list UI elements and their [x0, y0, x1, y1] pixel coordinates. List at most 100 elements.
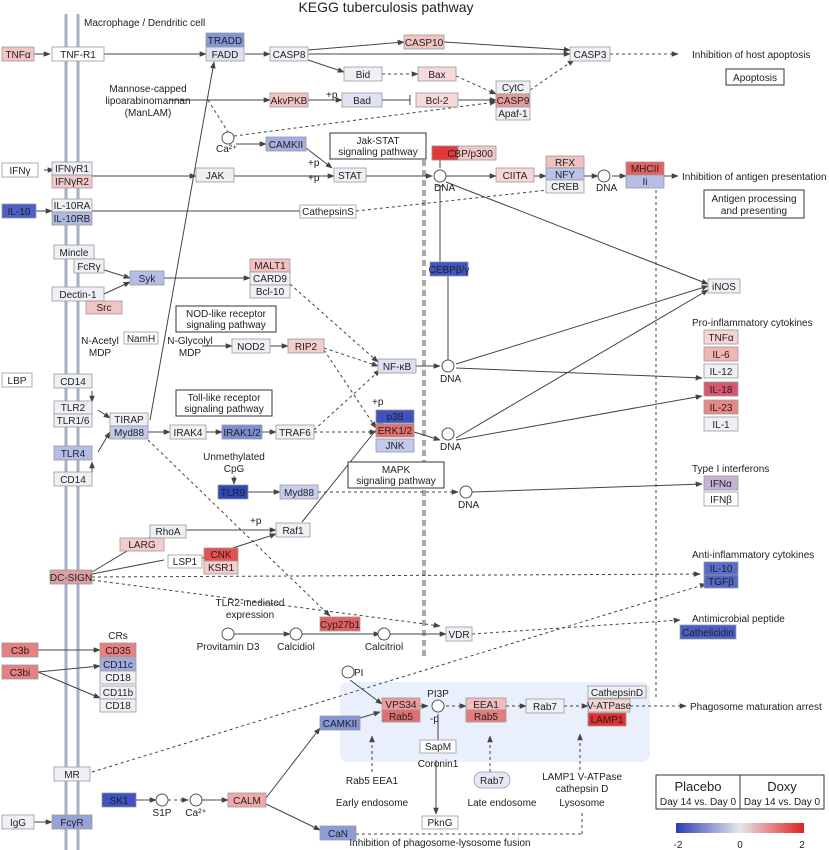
svg-text:iNOS: iNOS	[712, 282, 736, 293]
node-cebp: CEBPβ/γ	[429, 261, 469, 277]
svg-text:Bad: Bad	[353, 96, 371, 107]
svg-text:TLR1/6: TLR1/6	[57, 416, 90, 427]
node-nfkb: NF-κB	[377, 358, 417, 374]
svg-text:Dectin-1: Dectin-1	[59, 290, 97, 301]
svg-text:MHCII: MHCII	[631, 164, 659, 175]
node-src: Src	[85, 300, 123, 315]
svg-text:Myd88: Myd88	[114, 428, 144, 439]
svg-text:TLR4: TLR4	[61, 449, 86, 460]
label-manlam-2: lipoarabinomannan	[105, 96, 190, 107]
free-labels: Mannose-capped lipoarabinomannan (ManLAM…	[81, 50, 826, 849]
svg-text:IL-1: IL-1	[712, 420, 730, 431]
svg-text:CARD9: CARD9	[253, 274, 287, 285]
svg-text:DC-SIGN: DC-SIGN	[50, 573, 92, 584]
svg-text:LSP1: LSP1	[173, 557, 198, 568]
svg-text:Syk: Syk	[139, 274, 157, 285]
node-dectin1: Dectin-1	[51, 286, 105, 302]
label-coronin1: Coronin1	[418, 759, 459, 770]
svg-text:Apaf-1: Apaf-1	[498, 109, 528, 120]
svg-text:IL-6: IL-6	[712, 350, 730, 361]
node-sapm: SapM	[419, 739, 457, 754]
node-cd18-b: CD18	[99, 698, 137, 713]
node-mr: MR	[53, 766, 91, 782]
label-out-antimicrobial: Antimicrobial peptide	[692, 614, 785, 625]
svg-text:p38: p38	[387, 412, 404, 423]
node-il10ra: IL-10RA	[51, 198, 93, 213]
node-cd18-a: CD18	[99, 670, 137, 685]
connectors	[34, 39, 709, 835]
svg-text:FADD: FADD	[212, 50, 239, 61]
node-calm: CALM	[227, 792, 267, 808]
label-out-phagosome: Phagosome maturation arrest	[690, 702, 822, 713]
node-out-il12: IL-12	[703, 363, 739, 379]
label-dna-1: DNA	[434, 183, 455, 194]
svg-text:CD11c: CD11c	[103, 660, 133, 671]
color-scale-bar	[676, 823, 804, 833]
label-dna-4: DNA	[440, 442, 461, 453]
svg-text:Bid: Bid	[356, 70, 370, 81]
label-s1p: S1P	[153, 808, 172, 819]
svg-text:PknG: PknG	[427, 818, 452, 829]
svg-text:FcγR: FcγR	[60, 818, 83, 829]
label-nglycolyl-2: MDP	[179, 348, 202, 359]
svg-text:Src: Src	[97, 303, 112, 314]
label-calcitriol: Calcitriol	[365, 642, 403, 653]
label-out-antigen: Inhibition of antigen presentation	[682, 172, 827, 183]
svg-text:TNFα: TNFα	[5, 50, 30, 61]
svg-text:TNFα: TNFα	[708, 333, 733, 344]
svg-text:signaling pathway: signaling pathway	[356, 476, 436, 487]
node-pkng: PknG	[421, 815, 459, 830]
node-ifngr2: IFNγR2	[51, 174, 93, 189]
node-camkii-a: CAMKII	[265, 136, 307, 152]
label-p-plus-3: +p	[308, 173, 320, 184]
svg-text:CAMKII: CAMKII	[323, 719, 357, 730]
node-nfy: NFY	[545, 167, 585, 181]
svg-text:Bcl-10: Bcl-10	[256, 287, 285, 298]
node-tirap: TIRAP	[109, 412, 149, 427]
svg-text:C3bi: C3bi	[10, 668, 31, 679]
svg-text:NOD-like receptor: NOD-like receptor	[186, 309, 267, 320]
node-cathepsins: CathepsinS	[299, 204, 357, 219]
node-vps34: VPS34	[381, 697, 421, 711]
label-p-plus-1: +p	[326, 90, 338, 101]
svg-text:IFNγR2: IFNγR2	[55, 177, 89, 188]
label-nacetyl-2: MDP	[89, 348, 112, 359]
svg-text:IL-18: IL-18	[710, 385, 733, 396]
node-out-il10: IL-10	[703, 561, 739, 576]
node-tlr9: TLR9	[217, 484, 249, 500]
svg-text:Antigen processing: Antigen processing	[711, 194, 796, 205]
svg-text:CD14: CD14	[60, 475, 86, 486]
node-namh: NamH	[123, 331, 159, 345]
svg-text:Jak-STAT: Jak-STAT	[357, 136, 400, 147]
svg-text:CD18: CD18	[105, 673, 131, 684]
svg-text:RFX: RFX	[555, 158, 575, 169]
node-rip2: RIP2	[287, 338, 325, 354]
node-bcl2: Bcl-2	[415, 92, 459, 108]
svg-text:CASP3: CASP3	[574, 50, 607, 61]
svg-text:TIRAP: TIRAP	[114, 415, 144, 426]
node-syk: Syk	[129, 270, 165, 286]
node-stat: STAT	[333, 167, 367, 183]
svg-text:IL-10RB: IL-10RB	[54, 214, 91, 225]
legend-doxy: Doxy	[767, 779, 797, 794]
svg-text:IL-10: IL-10	[710, 564, 733, 575]
node-can: CaN	[319, 825, 357, 841]
node-ciita: CIITA	[495, 167, 535, 183]
node-out-il23: IL-23	[703, 399, 739, 415]
svg-text:Rab5: Rab5	[389, 712, 413, 723]
svg-text:V-ATPase: V-ATPase	[587, 701, 632, 712]
svg-text:IgG: IgG	[10, 818, 26, 829]
label-tlr2-expr-2: expression	[226, 610, 274, 621]
svg-text:CAMKII: CAMKII	[269, 140, 303, 151]
svg-text:Apoptosis: Apoptosis	[733, 73, 777, 84]
node-bcl10: Bcl-10	[249, 284, 291, 299]
node-cathepsind: CathepsinD	[587, 685, 647, 699]
svg-text:CD18: CD18	[105, 701, 131, 712]
svg-text:Ii: Ii	[643, 177, 648, 188]
svg-text:AkvPKB: AkvPKB	[271, 96, 308, 107]
svg-text:ERK1/2: ERK1/2	[378, 426, 413, 437]
node-larg: LARG	[119, 537, 165, 552]
